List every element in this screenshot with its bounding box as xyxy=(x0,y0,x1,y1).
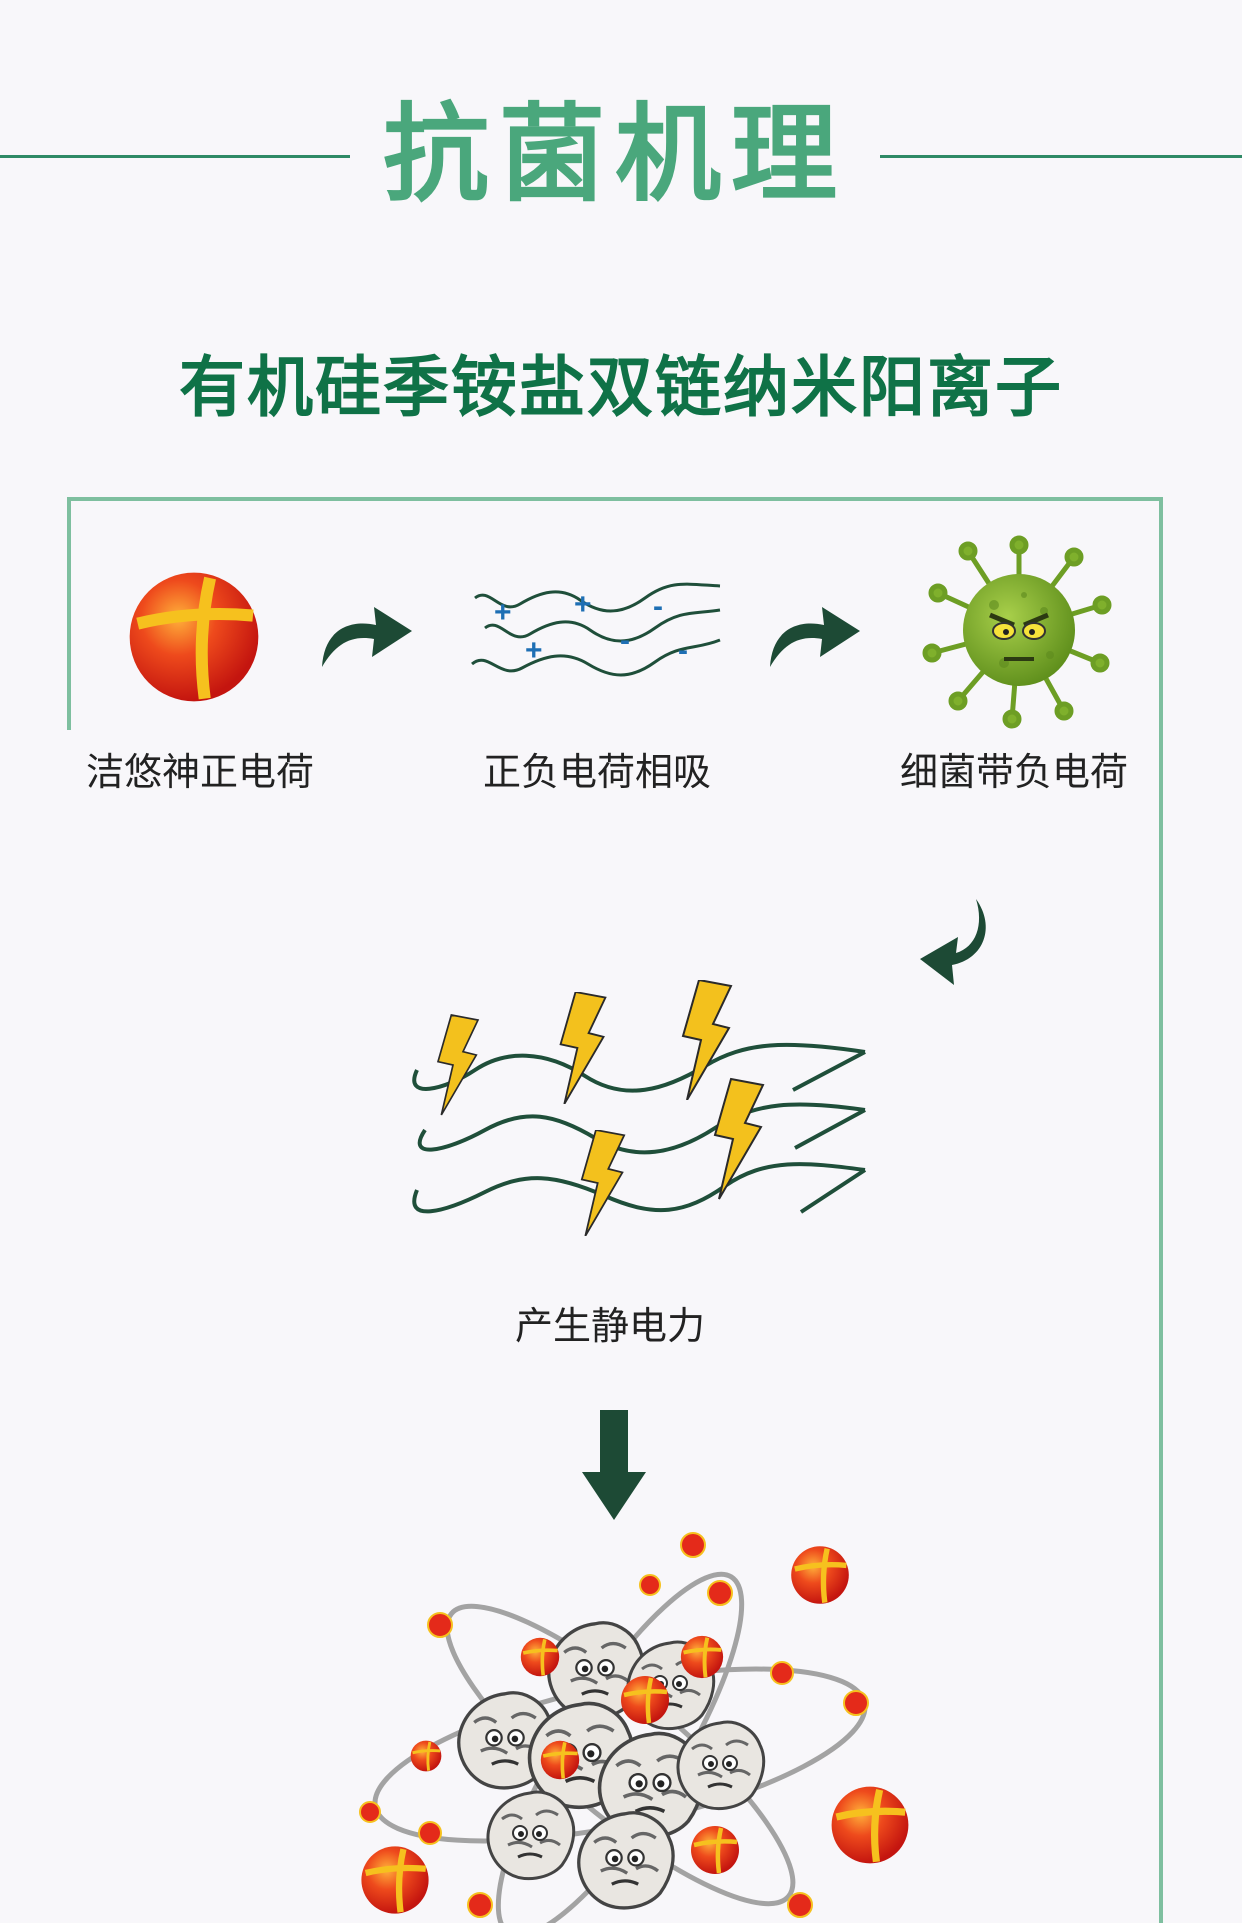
arrow-down-icon xyxy=(582,1410,646,1520)
curved-arrow-down-icon xyxy=(920,899,986,985)
frame-left-border xyxy=(67,497,71,730)
lightning-bolt-icon xyxy=(437,1014,479,1116)
subtitle: 有机硅季铵盐双链纳米阳离子 xyxy=(179,349,1063,426)
lightning-bolt-icon xyxy=(713,1077,765,1201)
bacteria-virus-icon xyxy=(922,535,1112,729)
page-title: 抗菌机理 xyxy=(383,93,847,216)
curved-arrow-right-icon xyxy=(322,607,412,667)
frame-top-border xyxy=(67,497,1163,501)
minus-sign: - xyxy=(653,590,663,623)
positive-ball-icon xyxy=(127,570,261,704)
charged-waves-icon: + + + - - - xyxy=(471,582,721,677)
header-line-right xyxy=(880,155,1242,158)
step-label: 正负电荷相吸 xyxy=(482,750,711,794)
plus-sign: + xyxy=(574,588,592,621)
lightning-bolt-icon xyxy=(559,992,607,1104)
minus-sign: - xyxy=(620,624,630,657)
curved-arrow-right-icon xyxy=(770,607,860,667)
lightning-bolt-icon xyxy=(580,1130,626,1236)
lightning-waves-icon xyxy=(412,980,867,1236)
lightning-bolt-icon xyxy=(681,980,733,1100)
step-label: 细菌带负电荷 xyxy=(899,750,1128,794)
header-line-left xyxy=(0,155,350,158)
static-label: 产生静电力 xyxy=(514,1304,705,1348)
minus-sign: - xyxy=(678,634,688,667)
bacteria-cluster-icon xyxy=(359,1532,880,1923)
plus-sign: + xyxy=(525,634,543,667)
frame-right-border xyxy=(1159,497,1163,1923)
plus-sign: + xyxy=(494,596,512,629)
step-label: 洁悠神正电荷 xyxy=(85,750,314,794)
